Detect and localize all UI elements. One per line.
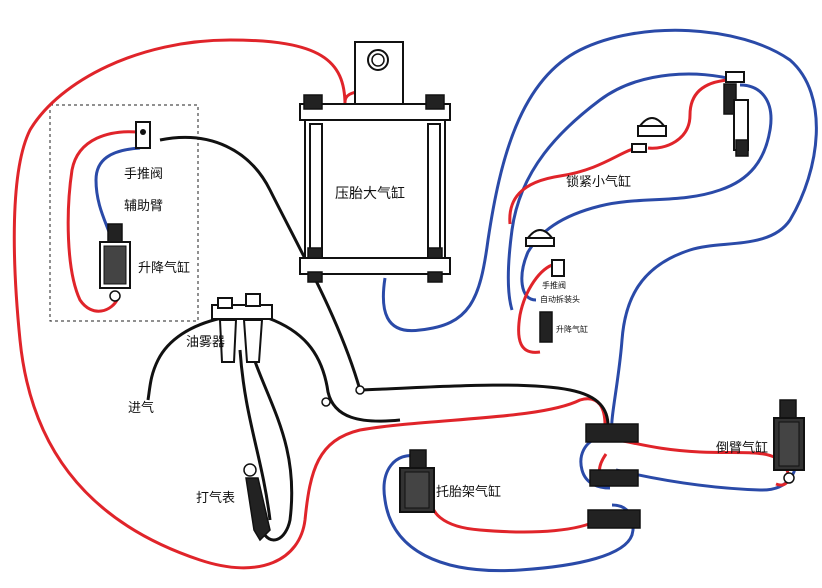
manual-valve xyxy=(135,121,151,149)
label-manual-valve: 手推阀 xyxy=(124,167,163,182)
label-aux-arm: 辅助臂 xyxy=(124,199,163,214)
hose-blue-inner xyxy=(506,72,773,311)
label-tilt-arm: 倒臂气缸 xyxy=(716,440,768,456)
tire-support-cylinder xyxy=(399,449,435,513)
hose-red-outer xyxy=(12,38,607,570)
connector-2 xyxy=(321,397,331,407)
hose-blue-outer xyxy=(381,28,818,431)
air-gauge xyxy=(243,463,271,542)
lubricator-unit xyxy=(211,293,273,363)
hose-black-gauge xyxy=(238,339,294,542)
label-air-inlet: 进气 xyxy=(128,400,154,416)
label-lubricator: 油雾器 xyxy=(186,335,225,350)
label-lock-cylinder: 锁紧小气缸 xyxy=(566,174,631,190)
label-manual-valve-small: 手推阀 xyxy=(542,280,566,290)
big-cylinder xyxy=(299,41,451,283)
lift-cylinder xyxy=(99,223,131,302)
hose-black-lub xyxy=(267,316,401,423)
hose-red-lock xyxy=(508,78,729,354)
hose-blue-bottom xyxy=(382,436,798,573)
hose-blue-aux xyxy=(94,146,141,241)
small-valve-cylinder xyxy=(539,259,565,343)
label-lift-cylinder-small: 升降气缸 xyxy=(556,324,588,334)
hose-black-inlet xyxy=(146,316,223,401)
hose-red-aux xyxy=(66,130,139,313)
hose-black-manifold xyxy=(359,383,610,427)
hose-black-valve xyxy=(159,135,362,391)
connector-1 xyxy=(355,385,365,395)
label-tire-support: 托胎架气缸 xyxy=(436,484,501,500)
lock-cylinder-group xyxy=(525,71,749,247)
manifold-group xyxy=(585,423,641,529)
tilt-arm-cylinder xyxy=(773,399,805,484)
label-auto-mount-head: 自动拆装头 xyxy=(540,294,580,304)
label-big-cylinder: 压胎大气缸 xyxy=(335,185,405,202)
aux-arm-box xyxy=(49,104,199,322)
label-lift-cylinder: 升降气缸 xyxy=(138,260,190,276)
label-gauge: 打气表 xyxy=(196,490,235,506)
